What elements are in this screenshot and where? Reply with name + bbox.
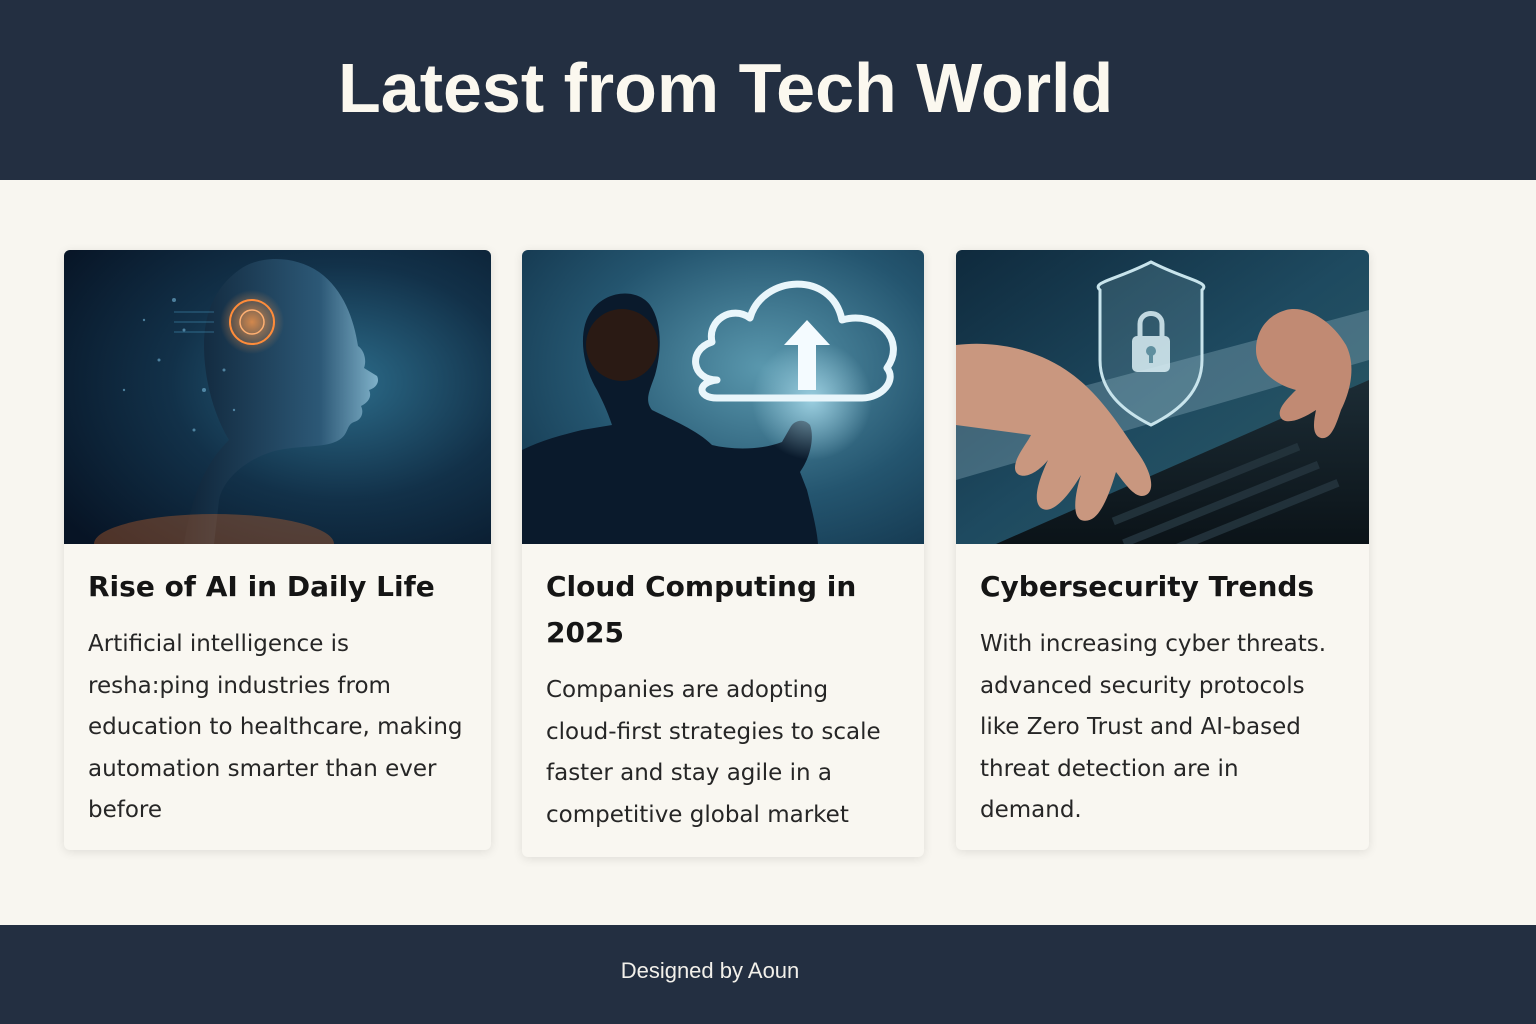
card-body: Cybersecurity Trends With increasing cyb…	[956, 544, 1369, 832]
site-header	[0, 0, 1536, 180]
card-body: Cloud Computing in 2025 Companies are ad…	[522, 544, 924, 836]
ai-head-icon	[64, 250, 491, 544]
page-title: Latest from Tech World	[338, 49, 1114, 127]
site-footer	[0, 925, 1536, 1024]
card-body: Rise of AI in Daily Life Artificial inte…	[64, 544, 491, 832]
card-image-security	[956, 250, 1369, 544]
card-image-cloud	[522, 250, 924, 544]
card-title[interactable]: Cloud Computing in 2025	[546, 570, 857, 649]
card-title[interactable]: Rise of AI in Daily Life	[88, 570, 435, 603]
shield-lock-icon	[956, 250, 1369, 544]
article-card-cloud[interactable]: Cloud Computing in 2025 Companies are ad…	[522, 250, 924, 857]
cloud-upload-icon	[522, 250, 924, 544]
card-image-ai	[64, 250, 491, 544]
card-text: With increasing cyber threats. advanced …	[980, 631, 1327, 823]
card-title[interactable]: Cybersecurity Trends	[980, 570, 1315, 603]
article-card-ai[interactable]: Rise of AI in Daily Life Artificial inte…	[64, 250, 491, 850]
card-text: Artificial intelligence is resha:ping in…	[88, 631, 463, 823]
article-card-security[interactable]: Cybersecurity Trends With increasing cyb…	[956, 250, 1369, 850]
card-text: Companies are adopting cloud-first strat…	[546, 677, 881, 828]
footer-credit: Designed by Aoun	[620, 958, 800, 983]
